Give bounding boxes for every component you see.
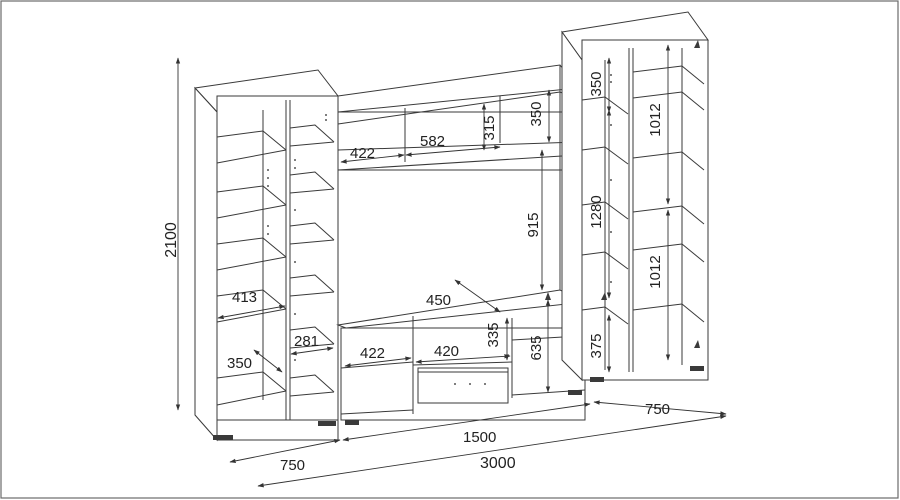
label-left-inner-depth: 281 xyxy=(294,333,319,350)
right-cabinet xyxy=(545,11,709,382)
dimension-labels: 2100 750 1500 750 3000 413 350 281 422 5… xyxy=(163,71,670,474)
right-cabinet-side xyxy=(561,30,583,382)
label-bottom-left-niche: 422 xyxy=(360,345,385,362)
top-bridge-shelf xyxy=(337,64,579,305)
label-drawer-niche-height: 335 xyxy=(485,322,502,347)
label-top-middle-niche: 582 xyxy=(420,133,445,150)
label-right-top-niche: 350 xyxy=(588,71,605,96)
label-right-upper-glass: 1012 xyxy=(647,103,664,136)
label-tv-stand-depth: 450 xyxy=(426,292,451,309)
label-tv-opening-height: 915 xyxy=(525,212,542,237)
label-total-height: 2100 xyxy=(163,222,180,258)
tv-opening xyxy=(337,160,561,305)
label-bottom-right-height: 635 xyxy=(528,335,545,360)
label-right-bottom-niche: 375 xyxy=(588,333,605,358)
left-cabinet-side xyxy=(194,86,218,442)
label-total-width: 3000 xyxy=(480,455,516,472)
drawer-front xyxy=(417,367,509,404)
label-top-left-niche: 422 xyxy=(350,145,375,162)
label-right-lower-glass: 1012 xyxy=(647,255,664,288)
label-top-right-niche-height: 350 xyxy=(528,101,545,126)
left-cabinet-front xyxy=(216,95,339,441)
label-top-niche-height: 315 xyxy=(481,115,498,140)
dimension-lines xyxy=(175,44,727,488)
label-left-unit-width: 750 xyxy=(280,457,305,474)
label-drawer-niche-width: 420 xyxy=(434,343,459,360)
label-right-unit-width: 750 xyxy=(645,401,670,418)
label-left-shelf-width: 413 xyxy=(232,289,257,306)
left-cabinet xyxy=(193,69,339,442)
label-center-unit-width: 1500 xyxy=(463,429,496,446)
label-right-middle-height: 1280 xyxy=(588,195,605,228)
label-left-shelf-depth: 350 xyxy=(227,355,252,372)
